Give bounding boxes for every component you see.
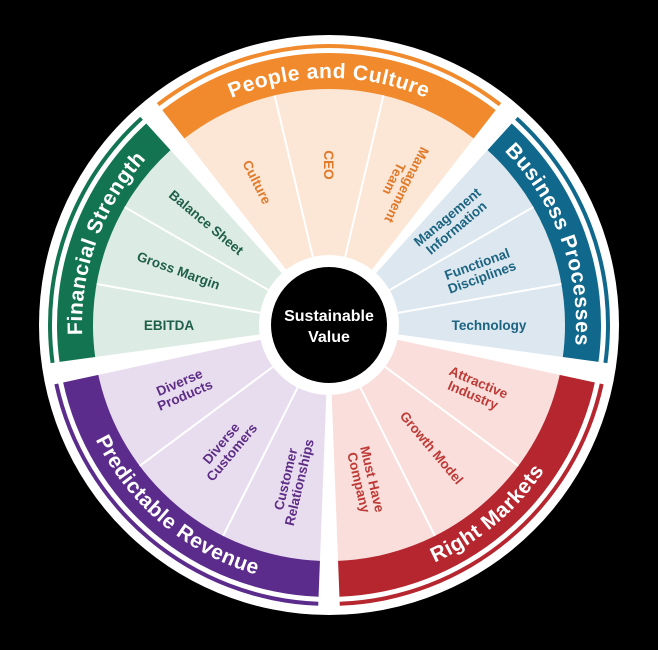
item-divider: [96, 283, 261, 314]
sector-outer-ring: [54, 383, 319, 606]
sector-fill: [371, 150, 565, 358]
item-divider: [384, 365, 519, 467]
item-divider: [397, 283, 562, 314]
sector-band: [487, 123, 601, 362]
item-divider: [273, 95, 314, 258]
sector-outer-ring: [339, 383, 604, 606]
item-divider: [389, 206, 534, 291]
sector-item: CEO: [321, 150, 336, 179]
item-divider: [124, 206, 269, 291]
sector-band: [57, 123, 171, 362]
sector-fill: [93, 150, 287, 358]
sector-band: [338, 374, 595, 597]
sector-fill: [98, 338, 327, 561]
center-circle: [271, 267, 387, 383]
sector-item: Technology: [452, 318, 527, 333]
sector-fill: [331, 338, 560, 561]
sector-outer-ring: [156, 43, 502, 107]
center-label-line2: Value: [308, 329, 350, 346]
sector-predictable-revenue: Predictable RevenueCustomerRelationships…: [54, 338, 327, 606]
item-divider: [222, 387, 299, 537]
sector-band: [162, 53, 496, 139]
sector-fill: [184, 88, 474, 275]
center-label-line1: Sustainable: [284, 308, 374, 325]
item-divider: [359, 387, 436, 537]
sector-business-processes: Business ProcessesManagementInformationF…: [371, 116, 610, 364]
item-divider: [344, 95, 385, 258]
sector-band: [63, 374, 320, 597]
item-divider: [139, 365, 274, 467]
sector-item: EBITDA: [144, 318, 195, 333]
